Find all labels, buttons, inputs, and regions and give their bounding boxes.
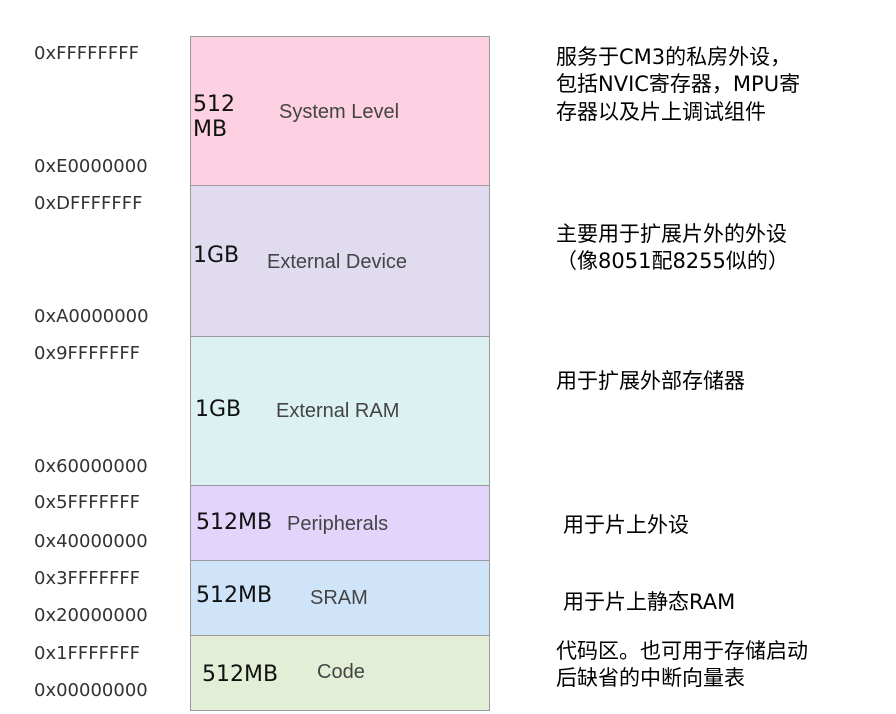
address-label: 0x40000000 — [34, 531, 148, 552]
memory-region-peripherals: 512MB Peripherals — [190, 485, 490, 561]
region-size: 1GB — [193, 243, 240, 268]
memory-region-system-level: 512 MB System Level — [190, 36, 490, 186]
address-label: 0x60000000 — [34, 456, 148, 477]
region-description: 代码区。也可用于存储启动 后缺省的中断向量表 — [556, 639, 808, 691]
memory-region-external-ram: 1GB External RAM — [190, 336, 490, 486]
address-label: 0x9FFFFFFF — [34, 343, 141, 364]
address-label: 0x3FFFFFFF — [34, 568, 141, 589]
region-size: 512MB — [196, 583, 273, 608]
region-name: Peripherals — [287, 513, 389, 535]
address-label: 0x5FFFFFFF — [34, 492, 141, 513]
address-label: 0xFFFFFFFF — [34, 43, 139, 64]
region-name: Code — [317, 661, 365, 683]
region-size: 512MB — [202, 662, 279, 687]
address-label: 0x00000000 — [34, 680, 148, 701]
region-size: 1GB — [195, 397, 242, 422]
address-label: 0xE0000000 — [34, 156, 148, 177]
region-description: 用于片上静态RAM — [563, 590, 736, 614]
region-description: 服务于CM3的私房外设， 包括NVIC寄存器，MPU寄 存器以及片上调试组件 — [556, 45, 801, 124]
address-label: 0x1FFFFFFF — [34, 643, 141, 664]
memory-region-external-device: 1GB External Device — [190, 185, 490, 337]
region-name: External Device — [267, 251, 408, 273]
region-name: External RAM — [276, 400, 400, 422]
memory-region-sram: 512MB SRAM — [190, 560, 490, 636]
region-description: 主要用于扩展片外的外设 （像8051配8255似的） — [556, 222, 789, 274]
address-label: 0xA0000000 — [34, 306, 149, 327]
region-size: 512MB — [196, 510, 273, 535]
region-size: 512 MB — [193, 92, 235, 143]
address-label: 0xDFFFFFFF — [34, 193, 143, 214]
region-name: System Level — [279, 101, 400, 123]
address-label: 0x20000000 — [34, 605, 148, 626]
region-name: SRAM — [310, 587, 368, 609]
region-description: 用于扩展外部存储器 — [556, 369, 745, 393]
memory-region-code: 512MB Code — [190, 635, 490, 711]
region-description: 用于片上外设 — [563, 513, 689, 537]
